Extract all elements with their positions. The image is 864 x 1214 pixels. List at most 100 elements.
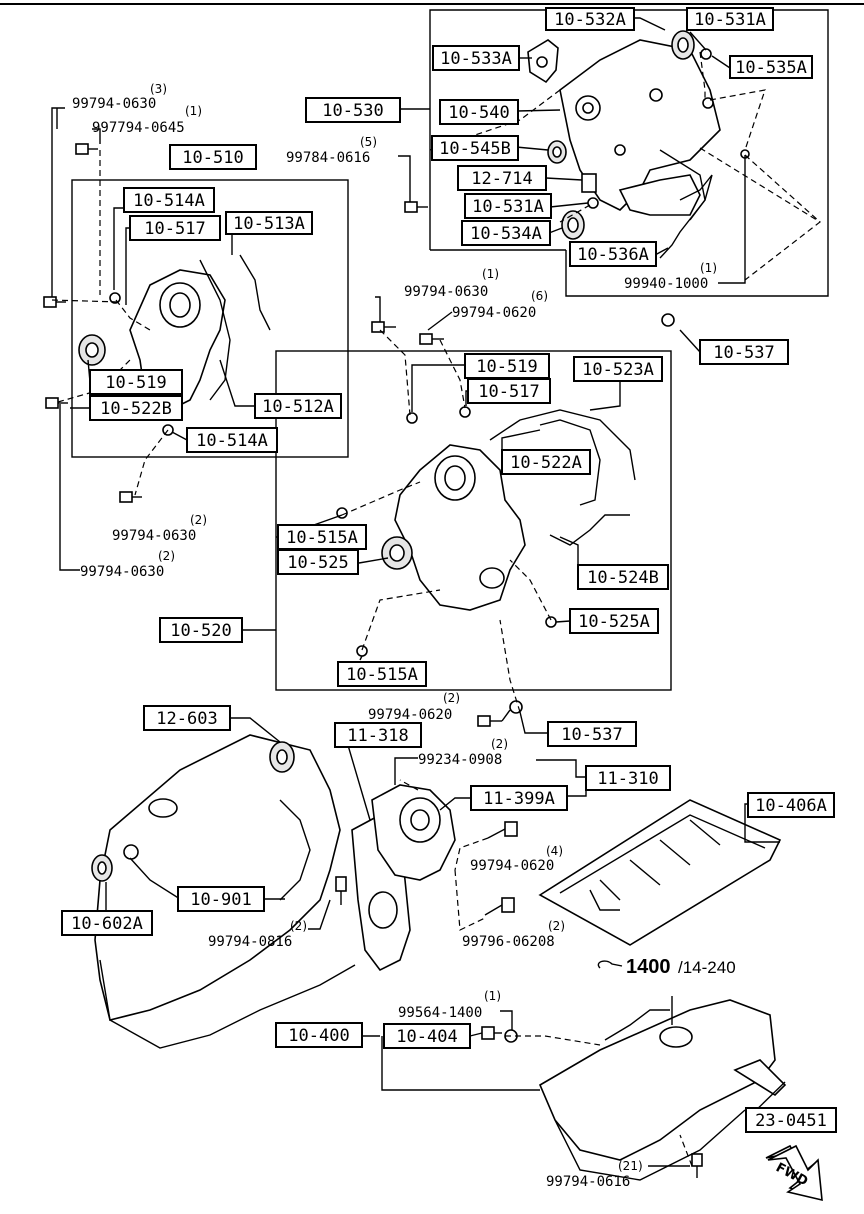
gasket-10-523A-drawing: [489, 409, 636, 481]
partno-p5: (1)99794-0630: [404, 267, 499, 300]
svg-text:10-515A: 10-515A: [346, 665, 418, 685]
svg-text:10-545B: 10-545B: [439, 139, 511, 159]
svg-text:99794-0620: 99794-0620: [452, 305, 536, 321]
label-10-404[interactable]: 10-404: [383, 1023, 471, 1049]
partno-p3: (5)99784-0616: [286, 135, 377, 166]
bolt-99794-0616-drawing: [691, 1153, 703, 1178]
partno-p14: (1)99564-1400: [398, 989, 501, 1021]
label-10-537-top[interactable]: 10-537: [699, 339, 789, 365]
bolt-10-514A-top-drawing: [109, 292, 121, 304]
svg-text:99784-0616: 99784-0616: [286, 150, 370, 166]
seal-10-531A-top-drawing: [671, 30, 695, 60]
svg-text:10-406A: 10-406A: [755, 796, 827, 816]
svg-text:99796-06208: 99796-06208: [462, 934, 555, 950]
label-10-406A[interactable]: 10-406A: [747, 792, 835, 818]
timing-cover-10-520-drawing: [394, 444, 526, 611]
label-10-514A-top[interactable]: 10-514A: [123, 187, 215, 213]
label-10-522A[interactable]: 10-522A: [501, 449, 591, 475]
label-10-524B[interactable]: 10-524B: [577, 564, 669, 590]
label-10-522B[interactable]: 10-522B: [89, 395, 183, 421]
label-10-536A[interactable]: 10-536A: [569, 241, 657, 267]
gasket-10-513A-drawing: [239, 254, 271, 331]
nut-10-535A-drawing: [700, 48, 712, 60]
label-10-533A[interactable]: 10-533A: [432, 45, 520, 71]
label-10-519-mid[interactable]: 10-519: [464, 353, 550, 379]
partno-p4: (1)99940-1000: [624, 261, 717, 292]
label-11-310[interactable]: 11-310: [585, 765, 671, 791]
label-10-537-bot[interactable]: 10-537: [547, 721, 637, 747]
svg-text:99794-0816: 99794-0816: [208, 934, 292, 950]
boxed-labels: 10-532A 10-531A 10-533A 10-535A 10-530 1…: [61, 7, 837, 1133]
svg-text:99794-0630: 99794-0630: [404, 284, 488, 300]
seal-12-603-drawing: [269, 741, 295, 773]
svg-text:10-517: 10-517: [478, 382, 539, 402]
nut-10-525A-drawing: [545, 616, 557, 628]
label-10-901[interactable]: 10-901: [177, 886, 265, 912]
bolt-99794-0620-4-drawing: [487, 821, 518, 839]
label-10-400[interactable]: 10-400: [275, 1022, 363, 1048]
partno-p6: (6) 99794-0620: [452, 289, 548, 321]
svg-text:10-524B: 10-524B: [587, 568, 659, 588]
bolts-middle-top-drawing: [371, 321, 444, 345]
group-frame-10-530: [429, 9, 829, 297]
label-10-523A[interactable]: 10-523A: [573, 356, 663, 382]
partno-p2: (1)997794-0645: [92, 104, 202, 136]
svg-text:10-537: 10-537: [561, 725, 622, 745]
label-10-514A-bot[interactable]: 10-514A: [186, 427, 278, 453]
label-10-534A[interactable]: 10-534A: [461, 220, 551, 246]
label-10-517-mid[interactable]: 10-517: [467, 378, 551, 404]
svg-text:99794-0620: 99794-0620: [368, 707, 452, 723]
svg-text:12-714: 12-714: [471, 169, 532, 189]
label-10-545B[interactable]: 10-545B: [431, 135, 519, 161]
svg-text:10-519: 10-519: [105, 373, 166, 393]
label-10-525A[interactable]: 10-525A: [569, 608, 659, 634]
label-10-515A-bot[interactable]: 10-515A: [337, 661, 427, 687]
label-10-525[interactable]: 10-525: [277, 549, 359, 575]
oil-pump-11-310-drawing: [371, 784, 456, 881]
label-10-531A-mid[interactable]: 10-531A: [464, 193, 552, 219]
label-10-510[interactable]: 10-510: [169, 144, 257, 170]
svg-text:10-400: 10-400: [288, 1026, 349, 1046]
svg-text:(6): (6): [531, 289, 548, 303]
label-11-318[interactable]: 11-318: [334, 722, 422, 748]
svg-text:10-540: 10-540: [448, 103, 509, 123]
label-11-399A[interactable]: 11-399A: [470, 785, 568, 811]
svg-text:10-530: 10-530: [322, 101, 383, 121]
label-10-520[interactable]: 10-520: [159, 617, 243, 643]
seal-10-519-left-drawing: [78, 334, 106, 366]
svg-text:99794-0616: 99794-0616: [546, 1174, 630, 1190]
partno-p15: (21)99794-0616: [546, 1159, 643, 1190]
svg-text:10-522B: 10-522B: [100, 399, 172, 419]
label-10-535A[interactable]: 10-535A: [729, 55, 813, 79]
sensor-12-714-drawing: [581, 173, 597, 193]
label-10-519-left[interactable]: 10-519: [89, 369, 183, 395]
svg-text:(2): (2): [158, 549, 175, 563]
seal-10-545B-drawing: [547, 140, 567, 164]
svg-text:10-520: 10-520: [170, 621, 231, 641]
svg-text:10-522A: 10-522A: [510, 453, 582, 473]
label-10-532A[interactable]: 10-532A: [545, 7, 635, 31]
svg-text:(21): (21): [618, 1159, 643, 1173]
label-10-515A-top[interactable]: 10-515A: [277, 524, 367, 550]
torque-spec: 1400 /14-240: [597, 956, 736, 978]
label-10-513A[interactable]: 10-513A: [225, 211, 313, 235]
svg-text:10-517: 10-517: [144, 219, 205, 239]
svg-text:10-525: 10-525: [287, 553, 348, 573]
label-12-603[interactable]: 12-603: [143, 705, 231, 731]
label-23-0451[interactable]: 23-0451: [745, 1107, 837, 1133]
svg-text:10-537: 10-537: [713, 343, 774, 363]
label-10-540[interactable]: 10-540: [439, 99, 519, 125]
partno-p7: (2)99794-0630: [112, 513, 207, 544]
svg-text:(2): (2): [190, 513, 207, 527]
label-10-530[interactable]: 10-530: [305, 97, 401, 123]
label-10-512A[interactable]: 10-512A: [254, 393, 342, 419]
bolt-99784-0616-drawing: [404, 201, 428, 213]
label-10-517-left[interactable]: 10-517: [129, 215, 221, 241]
bolt-10-519-mid-drawing: [406, 412, 418, 424]
svg-text:(4): (4): [546, 844, 563, 858]
label-12-714[interactable]: 12-714: [457, 165, 547, 191]
label-10-531A-top[interactable]: 10-531A: [686, 7, 774, 31]
label-10-602A[interactable]: 10-602A: [61, 910, 153, 936]
svg-text:997794-0645: 997794-0645: [92, 120, 185, 136]
svg-text:10-533A: 10-533A: [440, 49, 512, 69]
